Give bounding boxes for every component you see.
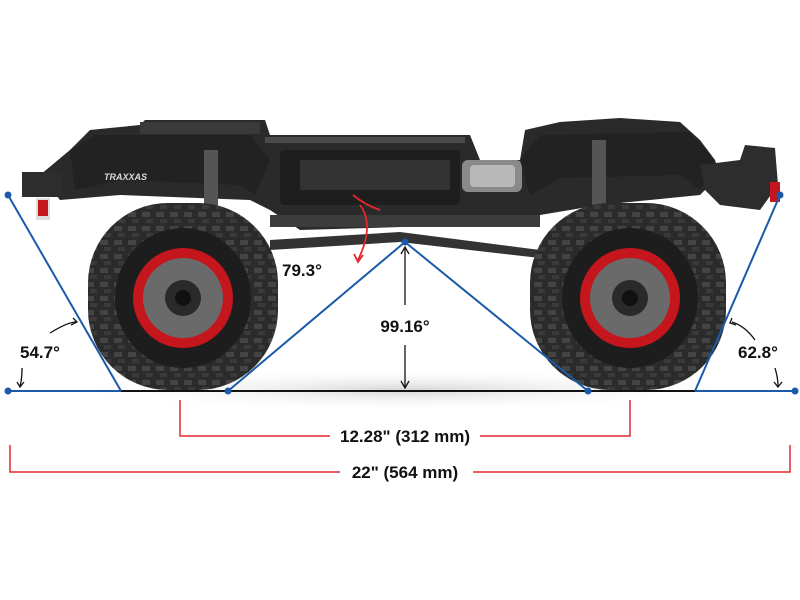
angle-points — [4, 191, 799, 395]
angle-lines — [7, 194, 795, 392]
logo: TRAXXAS — [104, 172, 147, 182]
chassis: TRAXXAS — [22, 118, 780, 258]
breakover-arc-arrow — [357, 204, 368, 261]
dimension-lines — [9, 400, 791, 473]
angle-arrows — [16, 245, 783, 390]
breakover-arc-label: 79.3° — [282, 261, 322, 280]
wheelbase-dimension: 12.28" (312 mm) — [340, 427, 470, 446]
departure-angle-label: 62.8° — [738, 343, 778, 362]
rear-wheel — [88, 203, 278, 390]
approach-angle-label: 54.7° — [20, 343, 60, 362]
length-dimension: 22" (564 mm) — [352, 463, 458, 482]
breakover-angle-label: 99.16° — [380, 317, 430, 336]
front-wheel — [530, 203, 726, 390]
